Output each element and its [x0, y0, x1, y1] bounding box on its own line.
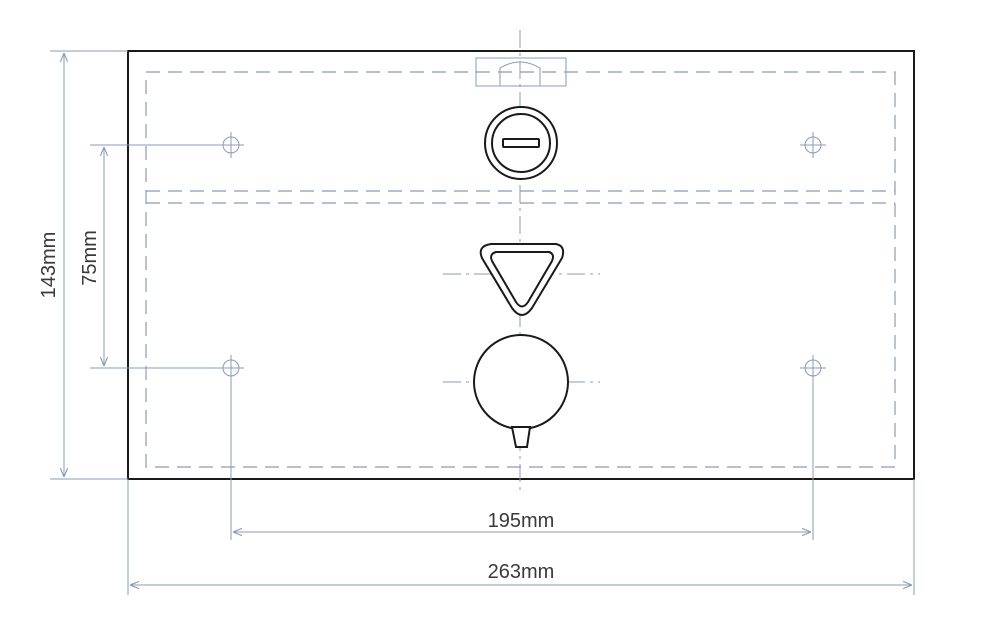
hole-vertical-dimension-label: 75mm: [79, 230, 101, 286]
height-dimension-label: 143mm: [38, 232, 60, 299]
width-dimension-label: 263mm: [488, 561, 555, 583]
dispenser-body: [127, 50, 915, 480]
hole-horizontal-dimension-label: 195mm: [488, 510, 555, 532]
triangle-button-outer: [479, 243, 565, 316]
push-button: [473, 334, 569, 430]
lock-inner-ring: [491, 113, 551, 173]
nozzle: [510, 426, 532, 448]
mounting-hole-top-right: [800, 132, 826, 158]
latch-bracket: [475, 57, 567, 87]
mounting-hole-bottom-left: [218, 355, 244, 540]
triangle-button-inner: [490, 251, 554, 308]
mounting-hole-bottom-right: [800, 355, 826, 540]
latch-slot: [499, 61, 541, 86]
key-slot-icon: [502, 138, 540, 148]
mounting-hole-top-left: [218, 132, 244, 158]
